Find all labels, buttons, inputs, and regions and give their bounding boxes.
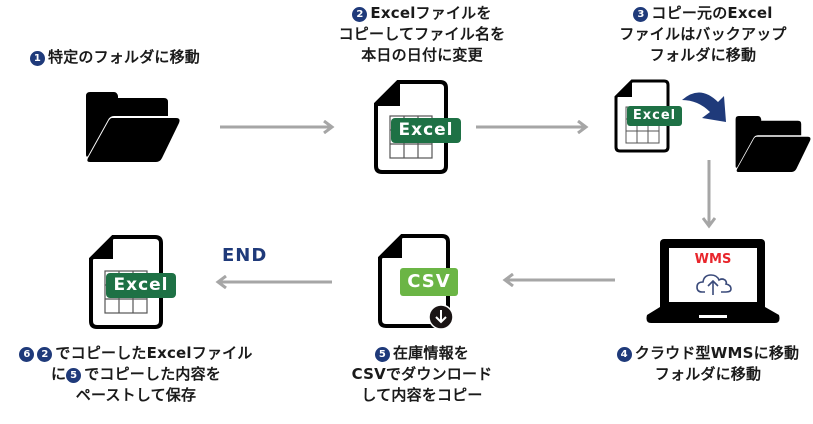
- cloud-upload-icon: [696, 270, 732, 296]
- excel-badge: Excel: [106, 273, 176, 298]
- curved-arrow-icon: [680, 86, 732, 126]
- flow-arrow-right: [476, 120, 594, 134]
- folder-icon: [734, 115, 813, 173]
- excel-badge: Excel: [627, 106, 682, 126]
- folder-icon: [84, 92, 184, 162]
- flow-arrow-down: [702, 160, 716, 230]
- flow-arrow-right: [220, 120, 340, 134]
- flow-arrow-left: [210, 275, 332, 289]
- flow-arrow-left: [497, 273, 615, 287]
- excel-badge: Excel: [391, 118, 461, 143]
- end-label: END: [222, 245, 268, 266]
- wms-screen-text: WMS: [694, 252, 732, 267]
- csv-badge: CSV: [400, 268, 458, 296]
- step-number-badge: 1: [30, 51, 45, 66]
- download-icon: [428, 304, 454, 330]
